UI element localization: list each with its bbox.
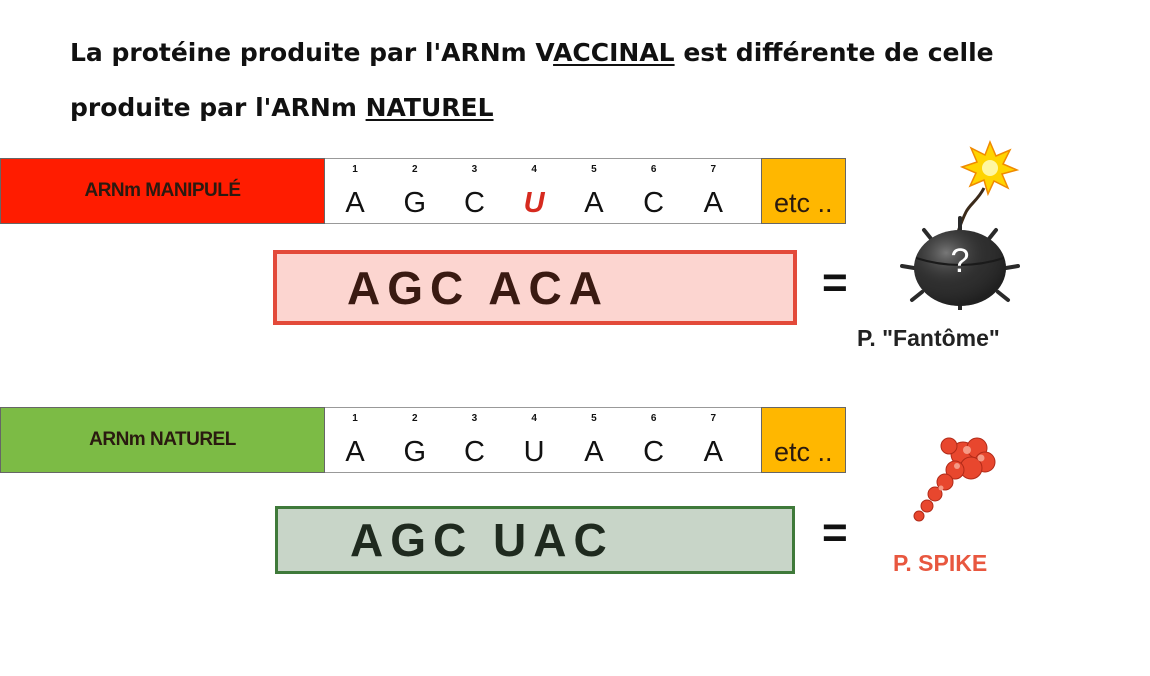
- base-sequence-natural: 1A2G3C4U5A6C7A: [325, 407, 761, 473]
- base-cell: 2G: [403, 159, 463, 223]
- base-sequence-manipulated: 1A2G3C4U5A6C7A: [325, 158, 761, 224]
- strand-manipulated: ARNm MANIPULÉ 1A2G3C4U5A6C7A etc ..: [0, 158, 846, 224]
- base-position-number: 2: [403, 413, 427, 424]
- base-letter: A: [582, 187, 606, 220]
- codon-box-natural: AGC UAC: [275, 506, 795, 574]
- base-letter: A: [701, 187, 725, 220]
- base-letter: C: [462, 187, 486, 220]
- base-letter: C: [642, 187, 666, 220]
- base-cell: 4U: [522, 159, 582, 223]
- base-cell: 6C: [642, 159, 702, 223]
- base-cell: 7A: [701, 159, 761, 223]
- codon-box-manipulated: AGC ACA: [273, 250, 797, 325]
- codon-text: AGC UAC: [350, 513, 614, 567]
- base-position-number: 1: [343, 413, 367, 424]
- base-cell: 5A: [582, 159, 642, 223]
- title-text: est différente de celle: [675, 38, 994, 67]
- title-text: produite par l'ARNm: [70, 93, 366, 122]
- spark-icon: [962, 142, 1017, 194]
- base-letter: A: [582, 436, 606, 469]
- base-position-number: 5: [582, 164, 606, 175]
- base-position-number: 3: [462, 164, 486, 175]
- base-cell: 5A: [582, 408, 642, 472]
- base-position-number: 4: [522, 164, 546, 175]
- title-line-1: La protéine produite par l'ARNm VACCINAL…: [70, 40, 1070, 65]
- base-cell: 3C: [462, 159, 522, 223]
- base-letter: A: [343, 187, 367, 220]
- base-position-number: 7: [701, 413, 725, 424]
- base-cell: 7A: [701, 408, 761, 472]
- etc-box: etc ..: [761, 158, 846, 224]
- base-cell: 4U: [522, 408, 582, 472]
- equals-sign: =: [822, 508, 848, 558]
- base-cell: 3C: [462, 408, 522, 472]
- title-text: La protéine produite par l'ARNm V: [70, 38, 553, 67]
- base-position-number: 6: [642, 413, 666, 424]
- base-position-number: 7: [701, 164, 725, 175]
- title-underlined-word: ACCINAL: [553, 38, 675, 67]
- base-position-number: 1: [343, 164, 367, 175]
- base-position-number: 6: [642, 164, 666, 175]
- codon-text: AGC ACA: [347, 261, 609, 315]
- base-cell: 1A: [343, 159, 403, 223]
- base-cell: 1A: [343, 408, 403, 472]
- bomb-icon: ?: [900, 140, 1025, 310]
- bomb-question-mark: ?: [951, 242, 970, 280]
- equals-sign: =: [822, 258, 848, 308]
- base-letter: G: [403, 187, 427, 220]
- strand-label-natural: ARNm NATUREL: [0, 407, 325, 473]
- base-position-number: 4: [522, 413, 546, 424]
- base-cell: 2G: [403, 408, 463, 472]
- caption-spike-protein: P. SPIKE: [893, 550, 987, 577]
- base-position-number: 2: [403, 164, 427, 175]
- base-letter: C: [642, 436, 666, 469]
- base-cell: 6C: [642, 408, 702, 472]
- title-underlined-word: NATUREL: [366, 93, 494, 122]
- base-letter: A: [701, 436, 725, 469]
- base-position-number: 3: [462, 413, 486, 424]
- base-letter: U: [522, 436, 546, 469]
- spike-protein-icon: [905, 436, 1000, 524]
- etc-box: etc ..: [761, 407, 846, 473]
- base-letter: C: [462, 436, 486, 469]
- base-letter: A: [343, 436, 367, 469]
- caption-phantom-protein: P. "Fantôme": [857, 325, 1000, 352]
- title-line-2: produite par l'ARNm NATUREL: [70, 95, 1070, 120]
- base-letter: G: [403, 436, 427, 469]
- base-position-number: 5: [582, 413, 606, 424]
- strand-label-manipulated: ARNm MANIPULÉ: [0, 158, 325, 224]
- mutated-base-letter: U: [522, 187, 546, 220]
- strand-natural: ARNm NATUREL 1A2G3C4U5A6C7A etc ..: [0, 407, 846, 473]
